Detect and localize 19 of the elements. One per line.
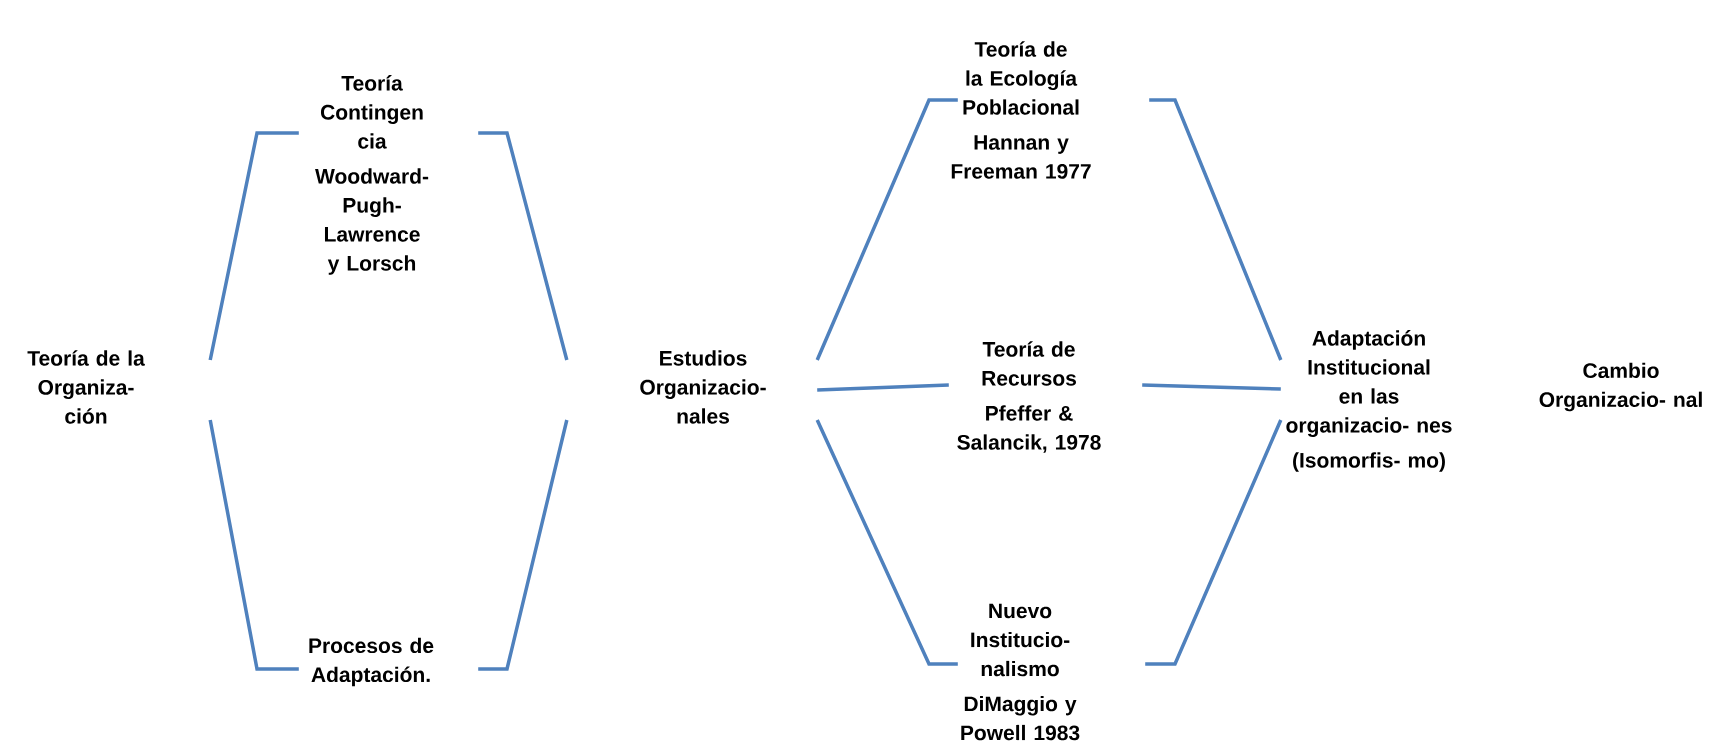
concept-text: Teoría de la Ecología Poblacional Hannan y Freeman 1977 bbox=[951, 41, 1091, 179]
concept-text: Procesos de Adaptación. bbox=[309, 637, 434, 687]
connector-line bbox=[1145, 419, 1283, 666]
concept-text: Teoría de Recursos Pfeffer & Salancik, 1978 bbox=[957, 341, 1101, 453]
connector-line bbox=[1149, 98, 1283, 361]
concept-text: Cambio Organizacio- nal bbox=[1539, 362, 1702, 412]
connector-line bbox=[1142, 383, 1281, 391]
concept-text: Teoría de la Organiza- ción bbox=[27, 350, 145, 424]
concept-text: Estudios Organizacio- nales bbox=[640, 350, 766, 424]
connector-line bbox=[478, 131, 569, 361]
connector-line bbox=[208, 419, 299, 671]
connector-line bbox=[478, 419, 569, 671]
concept-text: Teoría Contingen cia Woodward- Pugh- Lawrence y Lorsch bbox=[315, 75, 429, 275]
connector-line bbox=[815, 419, 958, 666]
concept-text: Adaptación Institucional en las organizacio- nes (Isomorfis- mo) bbox=[1286, 330, 1452, 472]
concept-text: Nuevo Institucio- nalismo DiMaggio y Powell 1983 bbox=[961, 603, 1080, 741]
connector-line bbox=[208, 131, 299, 361]
connector-line bbox=[817, 383, 949, 392]
connector-line bbox=[815, 98, 958, 361]
